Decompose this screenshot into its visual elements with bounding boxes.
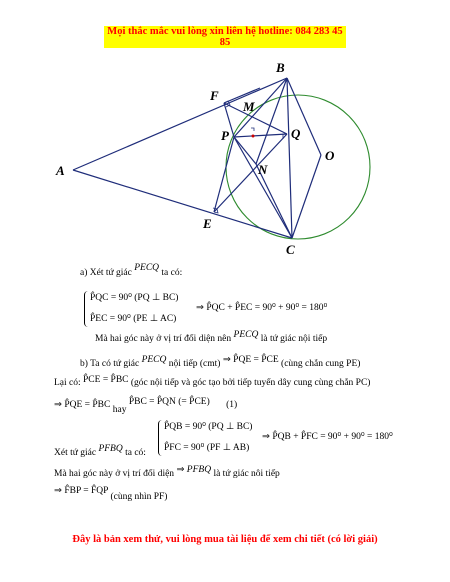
eq-sum-b: ⇒ P̂QB + P̂FC = 90⁰ + 90⁰ = 180⁰ [262,432,393,442]
preview-notice: Đây là bản xem thử, vui lòng mua tài liệ… [72,534,378,545]
geometry-figure: A B C E F M N O P Q [55,60,371,257]
segment-pe [213,136,235,213]
segment-bf [223,87,261,104]
segment-bo [286,77,322,156]
label-m: M [242,99,255,114]
segment-eq [213,133,288,213]
label-b: B [275,60,285,75]
line-pqe-pbc: ⇒ P̂QE = P̂BC hay P̂BC = P̂QN (= P̂CE) (… [54,397,238,415]
label-a: A [55,163,65,178]
segment-co [291,154,322,239]
segment-pq [233,133,288,138]
segment-pn [233,136,257,165]
segment-bc [286,77,293,239]
segment-ac [72,169,293,239]
eq-pqb: P̂QB = 90⁰ (PQ ⊥ BC) [164,422,253,432]
label-n: N [257,162,268,177]
system-brace-b [158,420,163,456]
label-p: P [221,128,230,143]
line-lai-co: Lại có: P̂CE = P̂BC (góc nội tiếp và góc… [54,375,371,388]
label-c: C [286,242,295,257]
eq-pqc: P̂QC = 90⁰ (PQ ⊥ BC) [90,293,179,303]
right-angle-f [223,100,231,108]
hotline-notice: Mọi thắc mắc vui lòng xin liên hệ hotlin… [104,26,346,48]
label-o: O [325,148,335,163]
label-q: Q [291,126,301,141]
part-a-conclusion: Mà hai góc này ở vị trí đối diện nên PEC… [95,330,328,344]
segment-bn [255,77,288,165]
system-brace-a [84,291,89,327]
point-mark-center [251,134,255,138]
segment-cp [233,136,293,239]
right-angle-m [251,127,255,131]
eq-sum-a: ⇒ P̂QC + P̂EC = 90⁰ + 90⁰ = 180⁰ [196,303,328,313]
eq-pfc: P̂FC = 90⁰ (PF ⊥ AB) [164,443,250,453]
eq-pec: P̂EC = 90⁰ (PE ⊥ AC) [90,314,177,324]
right-angle-e [212,207,219,214]
segment-cn [255,163,293,239]
segment-fq [223,102,288,135]
line-xet-pfbq: Xét tứ giác PFBQ ta có: [54,444,146,458]
label-f: F [209,88,219,103]
line-pfbq-noi-tiep: Mà hai góc này ở vị trí đối diện ⇒ PFBQ … [54,465,280,479]
line-fbp-fqp: ⇒ F̂BP = F̂QP (cùng nhìn PF) [54,486,168,502]
part-a-intro: a) Xét tứ giác PECQ ta có: [80,263,183,278]
quad-pecq: PECQ [134,263,160,273]
circle-o [225,94,371,240]
label-e: E [202,216,212,231]
part-b-intro: b) Ta có tứ giác PECQ nội tiếp (cmt) ⇒ P… [80,355,361,369]
segment-ab [72,77,288,171]
right-angle-q [282,133,287,139]
segment-pf [223,102,235,138]
segment-bp [233,77,288,138]
